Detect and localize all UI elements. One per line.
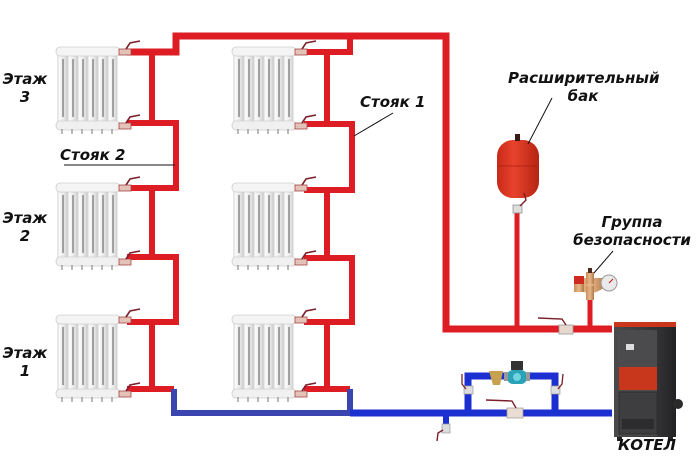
radiator-riser-2-floor-2 xyxy=(55,176,141,271)
safety-group-label-line-2: безопасности xyxy=(573,231,691,249)
safety-group-label: Группа безопасности xyxy=(572,213,692,249)
safety-group-label-line-1: Группа xyxy=(601,213,663,231)
floor-2-label: Этаж 2 xyxy=(0,209,50,245)
riser-1-segment-1 xyxy=(304,322,330,392)
return-main-pipe xyxy=(171,389,353,416)
expansion-tank-leader xyxy=(527,97,553,145)
drain-valve[interactable] xyxy=(436,423,451,442)
safety-group xyxy=(574,268,618,300)
radiator-riser-1-floor-3 xyxy=(231,40,317,135)
riser-1-link-2-1 xyxy=(304,255,355,325)
floor-1-label-number: 1 xyxy=(19,362,31,380)
riser-2-label: Стояк 2 xyxy=(60,146,126,164)
strainer-filter xyxy=(489,371,503,385)
expansion-tank-label: Расширительный бак xyxy=(508,69,660,105)
safety-group-leader xyxy=(593,250,614,274)
boiler-label: КОТЕЛ xyxy=(618,436,676,454)
supply-main-pipe xyxy=(127,32,612,333)
floor-2-label-number: 2 xyxy=(19,227,31,245)
radiator-riser-2-floor-3 xyxy=(55,40,141,135)
radiator-riser-1-floor-2 xyxy=(231,176,317,271)
circulation-pump[interactable] xyxy=(504,361,530,384)
riser-1-link-3-2 xyxy=(304,121,355,193)
circulation-pump-group xyxy=(436,361,564,442)
pump-right-valve[interactable] xyxy=(550,373,564,395)
riser-2-segment-1 xyxy=(127,322,155,392)
expansion-tank-label-line-1: Расширительный xyxy=(508,69,660,87)
supply-pipes xyxy=(127,32,612,392)
supply-ball-valve[interactable] xyxy=(537,317,574,335)
riser-2-link-2-1 xyxy=(127,254,179,325)
floor-1-label-word: Этаж xyxy=(2,344,48,362)
floor-1-label: Этаж 1 xyxy=(0,344,50,380)
radiator-riser-1-floor-1 xyxy=(231,308,317,403)
supply-branch-riser-1 xyxy=(304,36,353,55)
leader-lines xyxy=(64,97,614,274)
riser-1-label: Стояк 1 xyxy=(360,93,426,111)
radiators xyxy=(55,40,317,403)
floor-2-label-word: Этаж xyxy=(2,209,48,227)
expansion-tank xyxy=(497,134,539,214)
floor-3-label-number: 3 xyxy=(19,88,31,106)
floor-3-label: Этаж 3 xyxy=(0,70,50,106)
floor-3-label-word: Этаж xyxy=(2,70,48,88)
radiator-riser-2-floor-1 xyxy=(55,308,141,403)
pump-left-valve[interactable] xyxy=(461,374,474,395)
bypass-ball-valve[interactable] xyxy=(485,399,524,419)
riser-1-leader xyxy=(353,112,394,137)
boiler xyxy=(614,322,683,441)
expansion-tank-label-line-2: бак xyxy=(567,87,599,105)
